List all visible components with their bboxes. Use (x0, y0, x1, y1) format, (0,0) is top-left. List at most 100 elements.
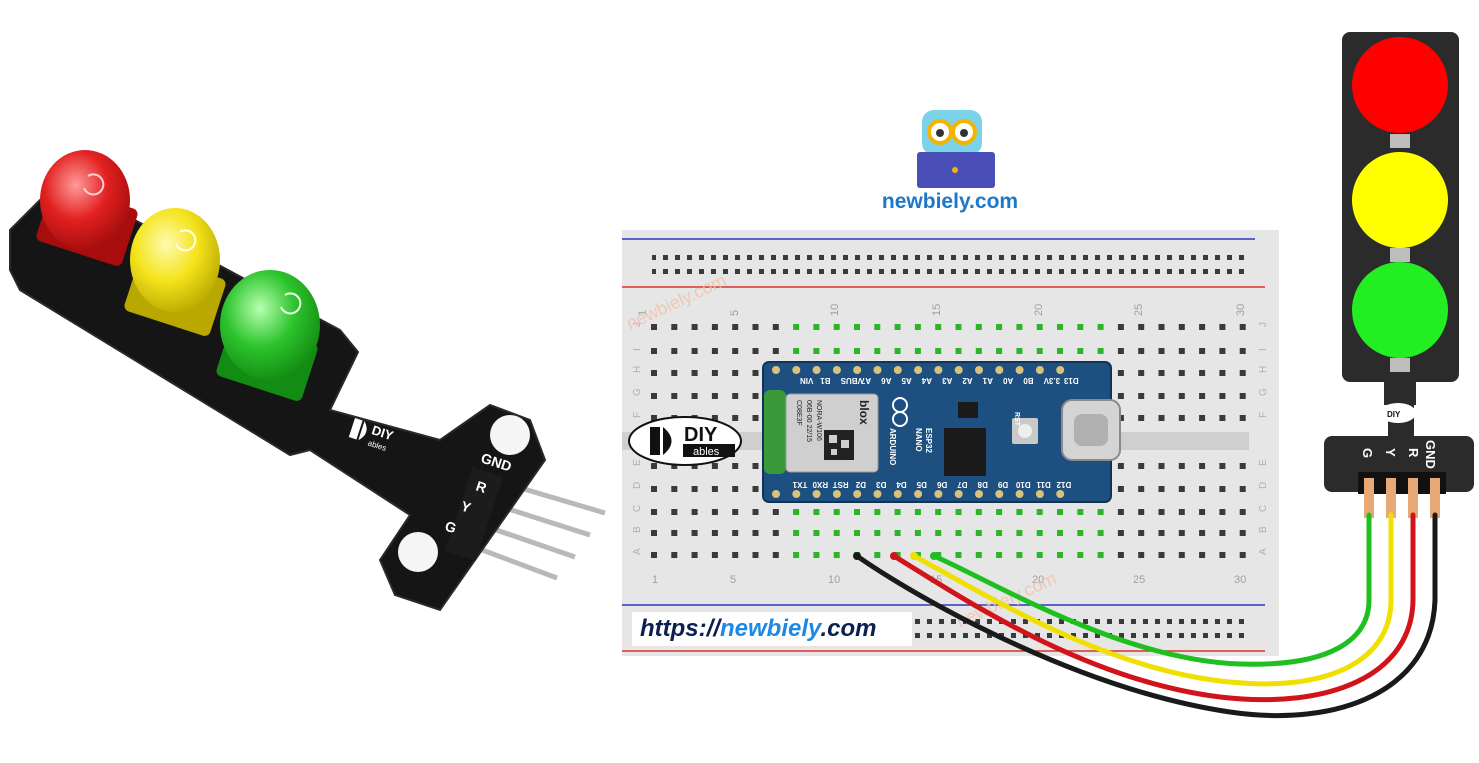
board-pad (975, 366, 983, 374)
breadboard-hole (1097, 552, 1104, 558)
breadboard-hole (752, 530, 759, 536)
breadboard-hole (671, 486, 678, 492)
row-letter: E (632, 459, 643, 466)
qr-code (824, 430, 854, 460)
breadboard-hole (1178, 348, 1185, 354)
breadboard-hole (752, 370, 759, 376)
breadboard-hole (651, 552, 657, 558)
breadboard-hole (1097, 530, 1104, 536)
col-number: 5 (729, 310, 741, 316)
breadboard-hole (1138, 415, 1145, 421)
yellow-led (124, 208, 226, 336)
breadboard-hole (1239, 509, 1246, 515)
breadboard-hole (711, 393, 718, 399)
breadboard-hole (752, 348, 759, 354)
right-pin-label-g: G (1360, 448, 1375, 458)
breadboard-hole (1219, 530, 1226, 536)
breadboard-hole (1138, 393, 1145, 399)
breadboard-hole (1219, 552, 1226, 558)
board-pin-label: D12 (1056, 480, 1071, 489)
board-pin-label: D3 (876, 480, 887, 489)
svg-text:DIY: DIY (684, 424, 718, 446)
breadboard-hole (711, 324, 718, 330)
breadboard-hole (651, 370, 657, 376)
board-pad (772, 490, 780, 498)
breadboard-hole (711, 530, 718, 536)
breadboard-hole (975, 509, 982, 515)
green-led (216, 270, 320, 401)
row-letter: A (632, 548, 643, 555)
breadboard-hole (894, 509, 901, 515)
diy-ables-logo: DIY ables (628, 416, 742, 466)
breadboard-hole (1219, 370, 1226, 376)
url-prefix: https:// (640, 615, 720, 642)
board-pin-label: B0 (1023, 376, 1034, 385)
breadboard-hole (711, 552, 718, 558)
breadboard-hole (854, 530, 860, 536)
board-pin-label: A7 (860, 376, 871, 385)
board-pad (1035, 490, 1044, 498)
breadboard-hole (711, 415, 718, 421)
url-banner[interactable]: https://newbiely.com (632, 612, 912, 646)
board-pad (954, 366, 963, 374)
board-pin-label: D11 (1036, 480, 1051, 489)
breadboard-hole (833, 348, 840, 354)
board-pad (1056, 366, 1065, 374)
board-pad (772, 366, 780, 374)
board-pad (873, 490, 882, 498)
breadboard-hole (651, 509, 657, 515)
breadboard-hole (1158, 486, 1165, 492)
board-pad (995, 490, 1004, 498)
breadboard-hole (711, 486, 718, 492)
breadboard-hole (671, 530, 678, 536)
row-letter: G (632, 388, 643, 396)
board-pin-label: D13 (1063, 376, 1078, 385)
breadboard-hole (1158, 463, 1165, 469)
breadboard-hole (955, 509, 962, 515)
breadboard-hole (1219, 348, 1226, 354)
breadboard-hole (691, 324, 698, 330)
breadboard-hole (914, 530, 921, 536)
board-pin-label: A3 (942, 376, 953, 385)
row-letter: B (632, 526, 643, 533)
breadboard-hole (894, 348, 901, 354)
breadboard-hole (894, 530, 901, 536)
breadboard-hole (651, 486, 657, 492)
breadboard-hole (1239, 552, 1246, 558)
breadboard-hole (1219, 393, 1226, 399)
breadboard-hole (1036, 552, 1043, 558)
board-pad (812, 490, 821, 498)
yellow-light (1352, 152, 1448, 248)
breadboard-hole (793, 530, 800, 536)
breadboard-hole (935, 348, 942, 354)
breadboard-hole (691, 463, 698, 469)
breadboard-hole (935, 509, 942, 515)
board-pad (975, 490, 983, 498)
breadboard-hole (651, 393, 657, 399)
row-letter: D (632, 482, 643, 489)
board-pad (873, 366, 882, 374)
board-pad (934, 490, 943, 498)
url-suffix: .com (820, 615, 877, 642)
breadboard-hole (854, 324, 860, 330)
board-pad (914, 490, 923, 498)
breadboard-hole (1178, 415, 1185, 421)
board-pin-label: A0 (1002, 376, 1013, 385)
breadboard-hole (1016, 509, 1023, 515)
board-pin-label: A4 (921, 376, 932, 385)
col-number: 1 (652, 574, 658, 586)
wire-yellow (911, 512, 1394, 687)
breadboard-hole (854, 509, 860, 515)
breadboard-hole (894, 324, 901, 330)
row-letter: H (1258, 366, 1269, 373)
breadboard-hole (1077, 348, 1084, 354)
svg-text:ables: ables (693, 446, 720, 458)
breadboard-hole (671, 370, 678, 376)
row-letter: F (632, 412, 643, 418)
breadboard-hole (651, 463, 657, 469)
url-domain: newbiely (719, 615, 821, 642)
breadboard-hole (651, 348, 657, 354)
board-pad (893, 366, 902, 374)
board-pad (832, 366, 841, 374)
breadboard-hole (772, 552, 779, 558)
